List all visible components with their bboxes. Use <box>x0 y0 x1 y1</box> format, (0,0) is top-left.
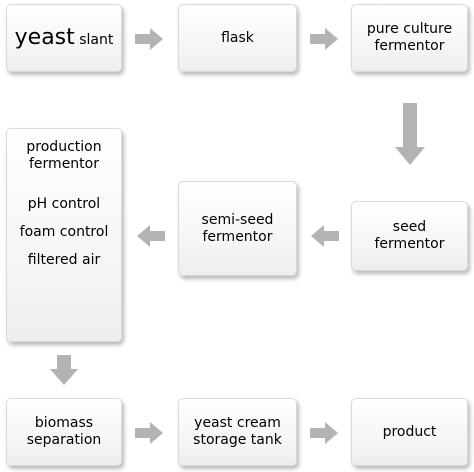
node-production-detail-air: filtered air <box>27 252 101 268</box>
node-product-label: product <box>382 423 437 440</box>
arrow-down-icon <box>395 103 425 165</box>
node-seed-line1: seed <box>392 219 427 235</box>
arrow-right-icon <box>310 28 338 50</box>
node-semi-seed-fermentor: semi-seed fermentor <box>178 181 297 276</box>
node-product: product <box>351 398 468 466</box>
node-biomass-line2: separation <box>26 432 102 448</box>
arrow-right-icon <box>310 422 338 444</box>
arrow-shape <box>311 225 339 247</box>
node-seed-line2: fermentor <box>374 236 445 252</box>
node-yeast-cream-line2: storage tank <box>193 432 282 448</box>
node-yeast-slant-label: yeast slant <box>15 26 114 50</box>
arrow-shape <box>310 422 338 444</box>
arrow-down-icon <box>50 355 78 385</box>
node-biomass-separation: biomass separation <box>6 398 122 466</box>
arrow-shape <box>395 103 425 165</box>
node-flask-label: flask <box>221 29 254 46</box>
arrow-left-icon <box>137 225 165 247</box>
node-production-line1: production <box>26 139 102 155</box>
node-pure-culture-line2: fermentor <box>374 38 445 54</box>
node-yeast-cream-storage-tank: yeast cream storage tank <box>178 398 297 466</box>
node-production-detail-foam: foam control <box>19 224 109 240</box>
slant-word: slant <box>79 32 114 48</box>
arrow-shape <box>137 225 165 247</box>
arrow-left-icon <box>311 225 339 247</box>
node-production-fermentor: production fermentor pH control foam con… <box>6 128 122 342</box>
arrow-shape <box>310 28 338 50</box>
arrow-shape <box>135 422 163 444</box>
node-flask: flask <box>178 4 297 72</box>
node-biomass-line1: biomass <box>34 415 94 431</box>
node-production-line2: fermentor <box>29 156 99 172</box>
arrow-shape <box>50 355 78 385</box>
arrow-right-icon <box>135 422 163 444</box>
node-seed-fermentor: seed fermentor <box>351 201 468 271</box>
arrow-shape <box>135 28 163 50</box>
node-pure-culture-line1: pure culture <box>366 21 453 37</box>
node-yeast-slant: yeast slant <box>6 4 122 72</box>
node-pure-culture-fermentor: pure culture fermentor <box>351 4 468 72</box>
arrow-right-icon <box>135 28 163 50</box>
yeast-word: yeast <box>14 25 75 50</box>
node-semi-seed-line2: fermentor <box>202 228 273 245</box>
node-yeast-cream-line1: yeast cream <box>194 415 281 431</box>
node-semi-seed-line1: semi-seed <box>201 211 274 228</box>
node-production-detail-ph: pH control <box>27 196 101 212</box>
